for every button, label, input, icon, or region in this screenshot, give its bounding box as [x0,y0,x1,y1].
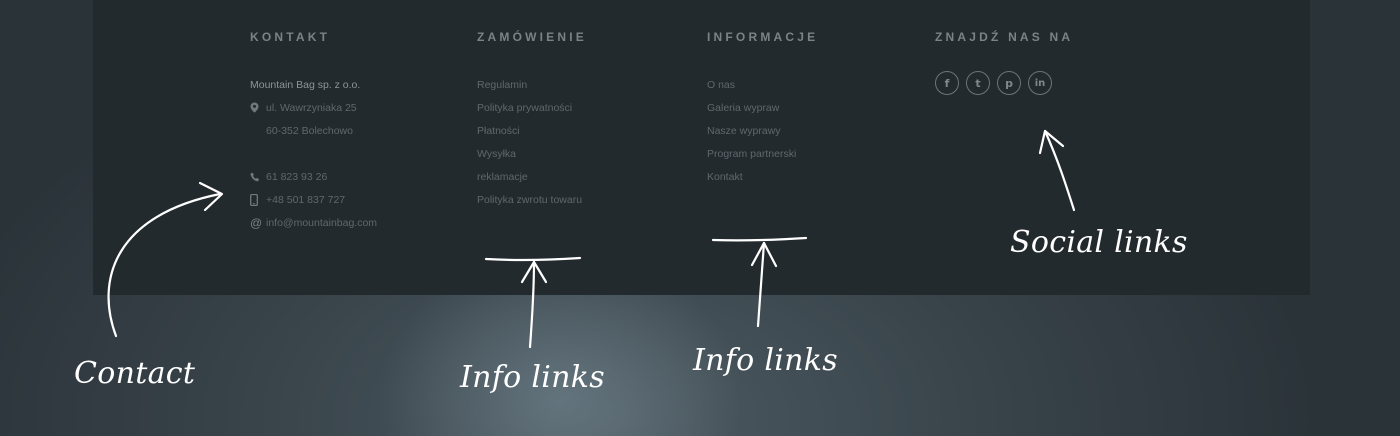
email-link[interactable]: @ info@mountainbag.com [250,211,377,234]
order-link-payments[interactable]: Płatności [477,124,520,137]
mobile-link[interactable]: +48 501 837 727 [250,188,377,211]
info-arrow-1-head [520,260,548,284]
info-arrow-1 [528,260,536,349]
street-address: ul. Wawrzyniaka 25 [250,96,377,119]
annotation-social-links: Social links [1010,225,1188,260]
info-arrow-1-bar [484,256,582,262]
social-arrow [1043,129,1076,212]
order-title: ZAMÓWIENIE [477,30,587,44]
social-title: ZNAJDŹ NAS NA [935,30,1074,44]
pinterest-icon[interactable]: p [997,71,1021,95]
map-pin-icon [250,102,262,113]
info-title: INFORMACJE [707,30,819,44]
contact-title: KONTAKT [250,30,331,44]
order-column: ZAMÓWIENIE Regulamin Polityka prywatnośc… [477,30,587,211]
linkedin-icon[interactable]: in [1028,71,1052,95]
order-link-returns[interactable]: Polityka zwrotu towaru [477,193,583,206]
email-text: info@mountainbag.com [266,216,378,229]
order-link-regulamin[interactable]: Regulamin [477,78,528,91]
facebook-icon[interactable]: f [935,71,959,95]
phone-icon [250,172,262,182]
info-arrow-2-bar [711,236,808,242]
at-icon: @ [250,215,263,230]
site-footer: KONTAKT Mountain Bag sp. z o.o. ul. Wawr… [93,0,1310,295]
info-link-contact[interactable]: Kontakt [707,170,743,183]
contact-arrowhead [198,181,224,212]
phone-link[interactable]: 61 823 93 26 [250,165,377,188]
info-column: INFORMACJE O nas Galeria wypraw Nasze wy… [707,30,818,188]
annotation-info-links-1: Info links [460,360,605,395]
info-arrow-2-head [750,241,778,268]
twitter-icon[interactable]: t [966,71,990,95]
annotation-info-links-2: Info links [693,343,838,378]
mobile-text: +48 501 837 727 [266,193,346,206]
info-link-gallery[interactable]: Galeria wypraw [707,101,780,114]
contact-arrow [107,192,222,338]
contact-column: KONTAKT Mountain Bag sp. z o.o. ul. Wawr… [250,30,377,234]
annotation-contact: Contact [74,356,196,391]
order-link-shipping[interactable]: Wysyłka [477,147,516,160]
order-link-privacy[interactable]: Polityka prywatności [477,101,573,114]
company-name: Mountain Bag sp. z o.o. [250,78,361,91]
info-link-trips[interactable]: Nasze wyprawy [707,124,781,137]
order-link-complaints[interactable]: reklamacje [477,170,528,183]
social-icons: f t p in [935,71,1073,95]
info-link-about[interactable]: O nas [707,78,736,91]
info-arrow-2 [756,241,766,328]
social-column: ZNAJDŹ NAS NA f t p in [935,30,1073,95]
city-text: 60-352 Bolechowo [266,124,353,137]
phone-text: 61 823 93 26 [266,170,328,183]
street-text: ul. Wawrzyniaka 25 [266,101,357,114]
info-link-partner[interactable]: Program partnerski [707,147,797,160]
social-arrow-head [1038,129,1065,155]
mobile-icon [250,193,262,206]
